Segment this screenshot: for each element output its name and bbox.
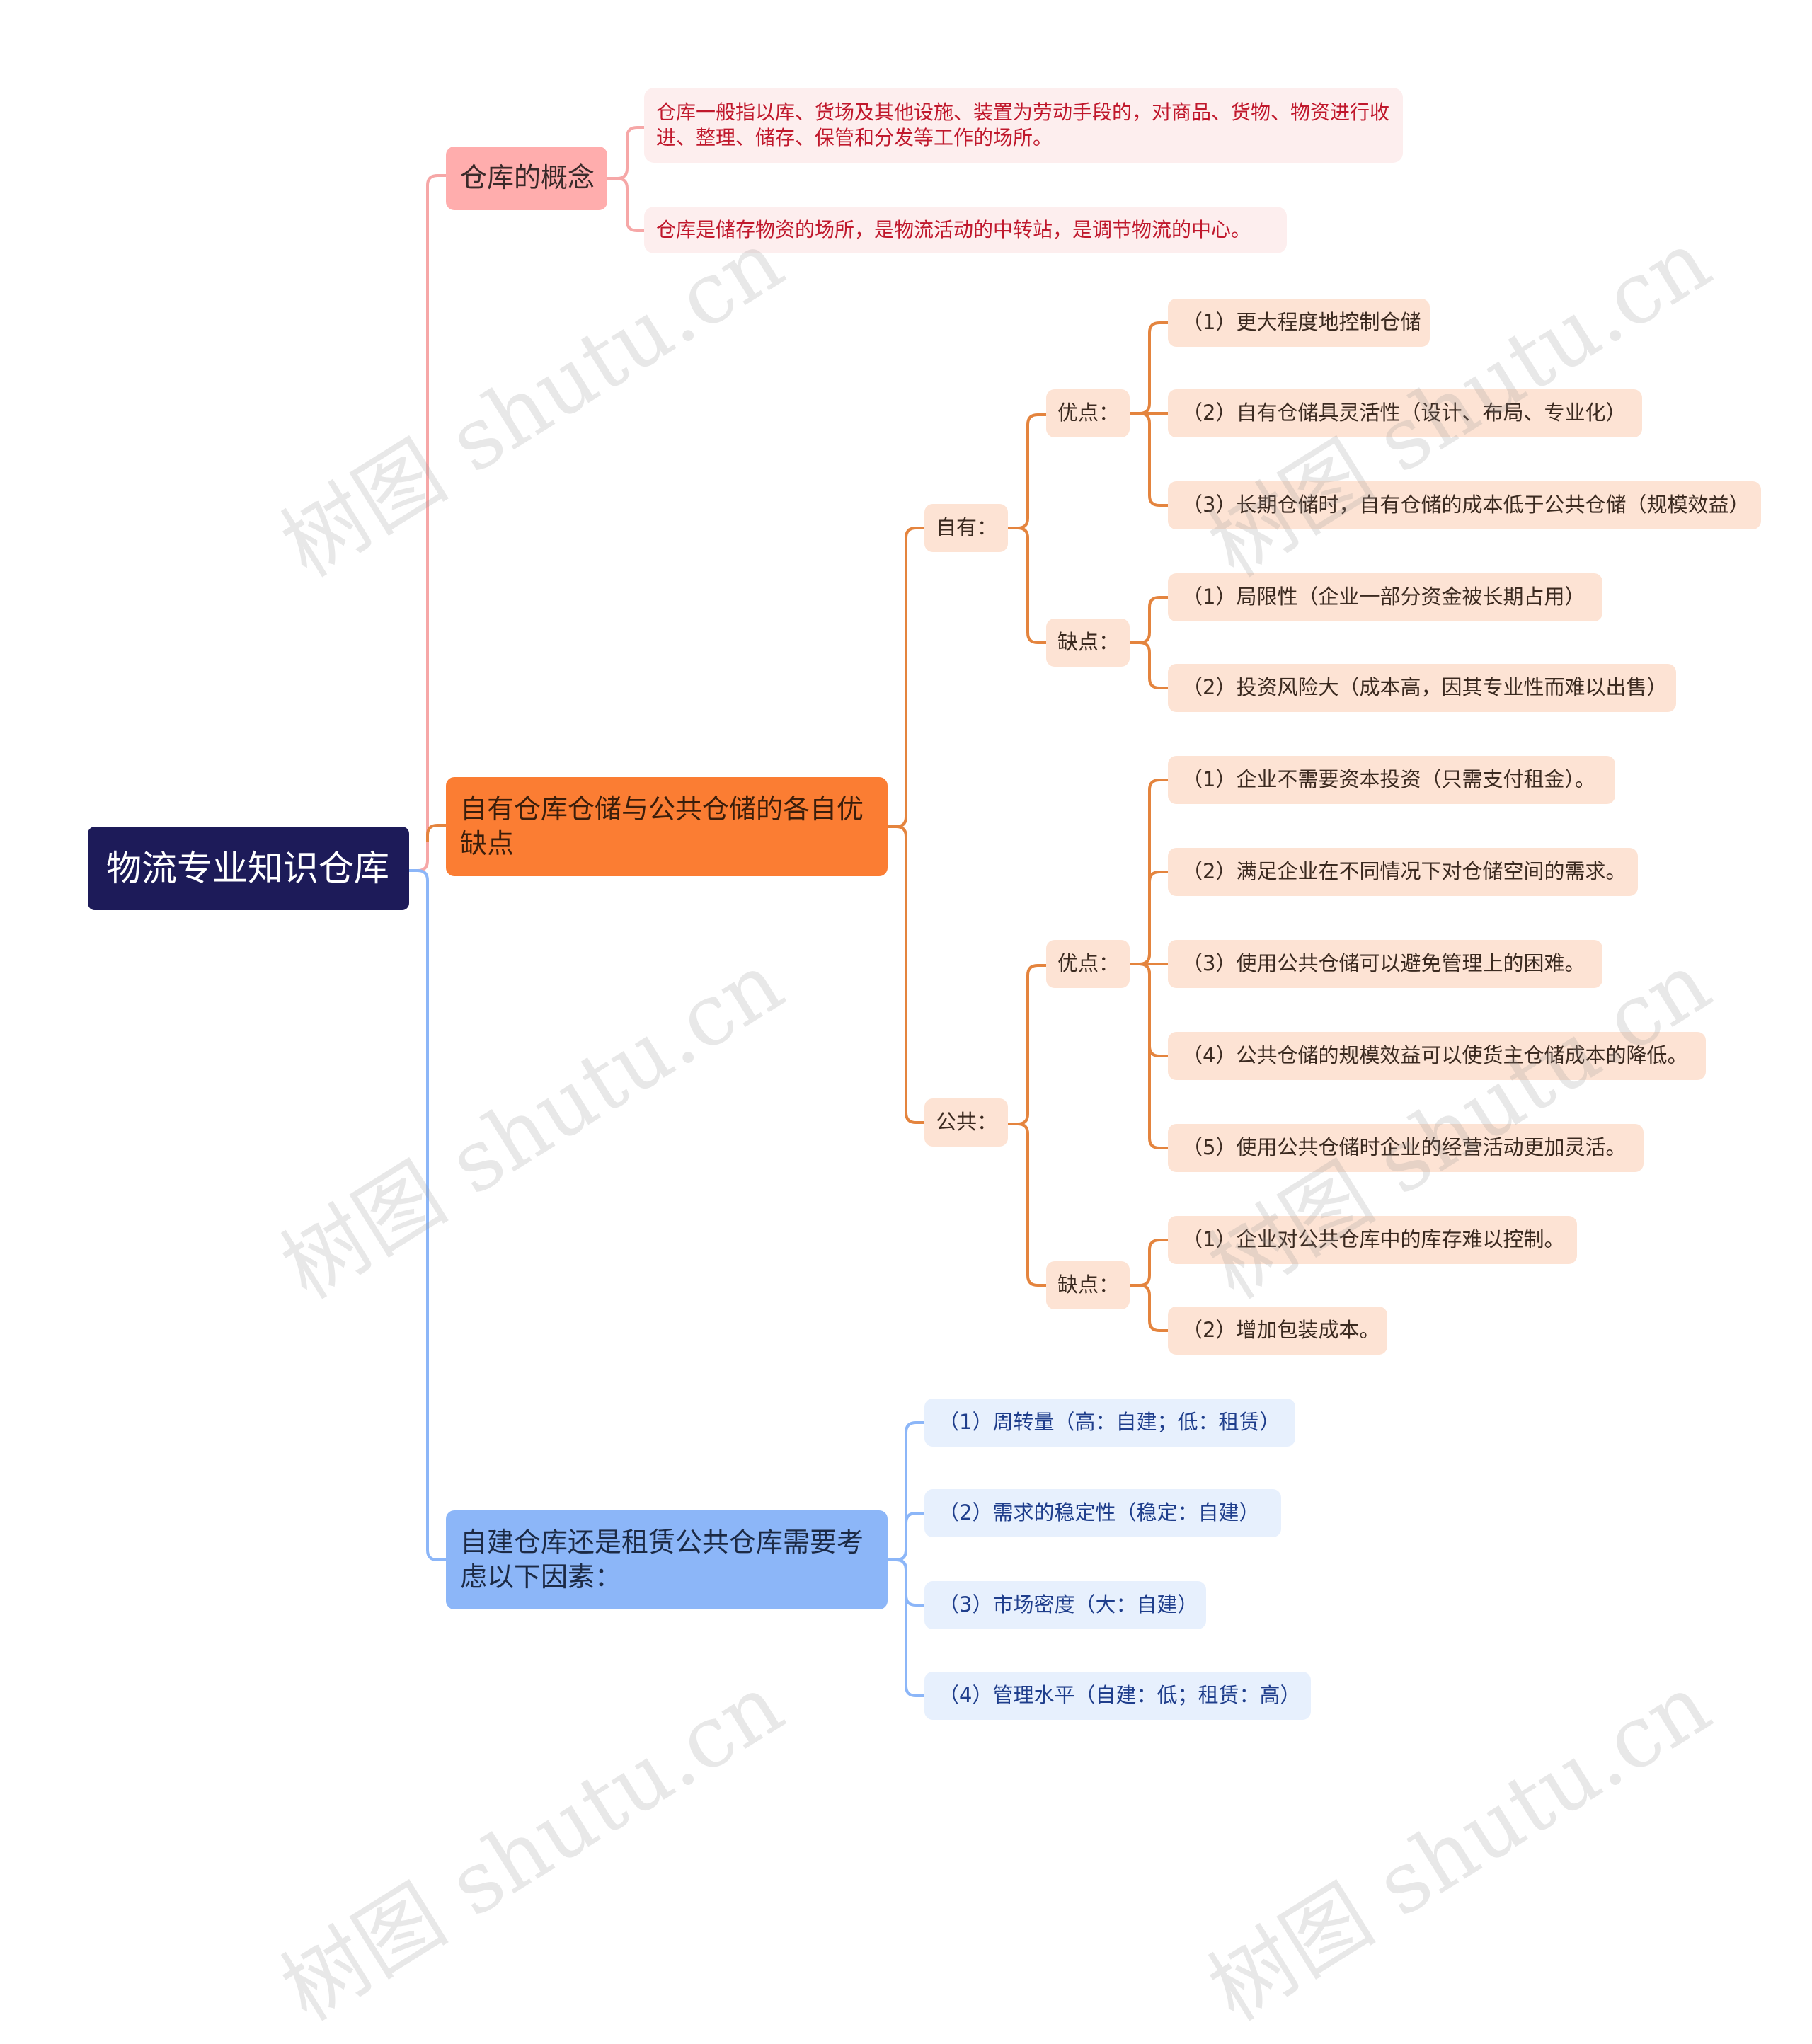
proscons-connectors (888, 321, 1168, 1332)
public-pros-item-1[interactable]: （1）企业不需要资本投资（只需支付租金）。 (1168, 756, 1615, 804)
own-node[interactable]: 自有： (924, 504, 1008, 552)
factors-line-4 (895, 1558, 924, 1697)
factor-item-2-text: （2）需求的稳定性（稳定：自建） (939, 1500, 1260, 1525)
proscons-to-own-line (888, 527, 924, 828)
concept-item-1-text: 仓库一般指以库、货场及其他设施、装置为劳动手段的，对商品、货物、物资进行收进、整… (656, 100, 1390, 149)
concept-line-1 (607, 126, 644, 180)
root-to-proscons-line (426, 824, 446, 842)
factors-line-3 (895, 1558, 924, 1607)
factor-item-3[interactable]: （3）市场密度（大：自建） (924, 1581, 1206, 1629)
concept-connectors (607, 126, 644, 232)
factors-line-2 (895, 1512, 924, 1561)
public-pros-item-2-text: （2）满足企业在不同情况下对仓储空间的需求。 (1182, 859, 1627, 884)
root-label: 物流专业知识仓库 (106, 847, 389, 889)
public-pros-line-5 (1139, 963, 1168, 1149)
public-pros-item-4-text: （4）公共仓储的规模效益可以使货主仓储成本的降低。 (1182, 1043, 1688, 1068)
concept-item-2-text: 仓库是储存物资的场所，是物流活动的中转站，是调节物流的中心。 (656, 217, 1251, 241)
public-pros-item-4[interactable]: （4）公共仓储的规模效益可以使货主仓储成本的降低。 (1168, 1032, 1706, 1080)
factor-item-3-text: （3）市场密度（大：自建） (939, 1592, 1198, 1617)
public-cons-node[interactable]: 缺点： (1046, 1261, 1130, 1309)
root-to-factors-line (409, 869, 446, 1561)
factor-item-1[interactable]: （1）周转量（高：自建；低：租赁） (924, 1399, 1295, 1447)
public-cons-item-1[interactable]: （1）企业对公共仓库中的库存难以控制。 (1168, 1216, 1577, 1264)
public-pros-item-5[interactable]: （5）使用公共仓储时企业的经营活动更加灵活。 (1168, 1124, 1644, 1172)
factors-connectors (888, 1421, 924, 1697)
own-pros-item-1[interactable]: （1）更大程度地控制仓储 (1168, 299, 1430, 347)
own-label: 自有： (936, 515, 998, 540)
public-pros-item-1-text: （1）企业不需要资本投资（只需支付租金）。 (1182, 767, 1595, 792)
proscons-to-public-line (895, 825, 924, 1124)
own-pros-item-3[interactable]: （3）长期仓储时，自有仓储的成本低于公共仓储（规模效益） (1168, 481, 1761, 529)
concept-item-2[interactable]: 仓库是储存物资的场所，是物流活动的中转站，是调节物流的中心。 (644, 207, 1287, 253)
own-to-cons-line (1017, 527, 1046, 644)
public-pros-item-3[interactable]: （3）使用公共仓储可以避免管理上的困难。 (1168, 940, 1602, 988)
branch-factors-label: 自建仓库还是租赁公共仓库需要考虑以下因素： (460, 1526, 864, 1592)
own-cons-line-2 (1139, 641, 1168, 689)
own-cons-label: 缺点： (1057, 630, 1120, 655)
branch-factors[interactable]: 自建仓库还是租赁公共仓库需要考虑以下因素： (446, 1510, 888, 1609)
public-to-cons-line (1017, 1123, 1046, 1287)
public-pros-line-4 (1139, 963, 1168, 1057)
own-cons-item-1[interactable]: （1）局限性（企业一部分资金被长期占用） (1168, 573, 1602, 621)
own-pros-item-2-text: （2）自有仓储具灵活性（设计、布局、专业化） (1182, 401, 1627, 425)
public-label: 公共： (936, 1110, 998, 1135)
own-cons-item-2-text: （2）投资风险大（成本高，因其专业性而难以出售） (1182, 675, 1668, 700)
concept-line-2 (617, 177, 644, 232)
public-cons-item-1-text: （1）企业对公共仓库中的库存难以控制。 (1182, 1227, 1565, 1252)
factor-item-2[interactable]: （2）需求的稳定性（稳定：自建） (924, 1489, 1281, 1537)
factor-item-4-text: （4）管理水平（自建：低；租赁：高） (939, 1683, 1301, 1708)
public-cons-item-2-text: （2）增加包装成本。 (1182, 1318, 1380, 1343)
own-to-pros-line (1008, 413, 1046, 529)
public-to-pros-line (1008, 964, 1046, 1125)
public-pros-node[interactable]: 优点： (1046, 940, 1130, 988)
own-cons-item-2[interactable]: （2）投资风险大（成本高，因其专业性而难以出售） (1168, 664, 1676, 712)
own-pros-line-3 (1139, 412, 1168, 507)
own-pros-label: 优点： (1057, 401, 1120, 425)
root-connectors (409, 174, 446, 1561)
public-pros-line-2 (1139, 871, 1168, 965)
branch-concept[interactable]: 仓库的概念 (446, 147, 607, 210)
own-cons-item-1-text: （1）局限性（企业一部分资金被长期占用） (1182, 585, 1586, 609)
public-cons-item-2[interactable]: （2）增加包装成本。 (1168, 1307, 1387, 1355)
own-pros-node[interactable]: 优点： (1046, 389, 1130, 437)
public-node[interactable]: 公共： (924, 1098, 1008, 1147)
branch-pros-cons[interactable]: 自有仓库仓储与公共仓储的各自优缺点 (446, 777, 888, 876)
public-cons-label: 缺点： (1057, 1273, 1120, 1297)
public-pros-label: 优点： (1057, 951, 1120, 976)
public-cons-line-1 (1130, 1239, 1168, 1287)
root-node[interactable]: 物流专业知识仓库 (88, 827, 409, 910)
factor-item-1-text: （1）周转量（高：自建；低：租赁） (939, 1410, 1280, 1435)
public-pros-item-3-text: （3）使用公共仓储可以避免管理上的困难。 (1182, 951, 1586, 976)
root-to-concept-line (409, 174, 446, 872)
connector-lines (409, 126, 1168, 1697)
own-pros-item-3-text: （3）长期仓储时，自有仓储的成本低于公共仓储（规模效益） (1182, 493, 1750, 517)
own-pros-item-2[interactable]: （2）自有仓储具灵活性（设计、布局、专业化） (1168, 389, 1642, 437)
own-pros-item-1-text: （1）更大程度地控制仓储 (1182, 310, 1421, 335)
concept-item-1[interactable]: 仓库一般指以库、货场及其他设施、装置为劳动手段的，对商品、货物、物资进行收进、整… (644, 88, 1403, 163)
own-pros-line-1 (1130, 321, 1168, 415)
own-cons-node[interactable]: 缺点： (1046, 619, 1130, 667)
factor-item-4[interactable]: （4）管理水平（自建：低；租赁：高） (924, 1672, 1311, 1720)
public-cons-line-2 (1139, 1284, 1168, 1332)
public-pros-item-2[interactable]: （2）满足企业在不同情况下对仓储空间的需求。 (1168, 848, 1638, 896)
branch-concept-label: 仓库的概念 (460, 162, 595, 194)
branch-pros-cons-label: 自有仓库仓储与公共仓储的各自优缺点 (460, 793, 864, 859)
own-cons-line-1 (1130, 596, 1168, 644)
public-pros-item-5-text: （5）使用公共仓储时企业的经营活动更加灵活。 (1182, 1135, 1627, 1160)
